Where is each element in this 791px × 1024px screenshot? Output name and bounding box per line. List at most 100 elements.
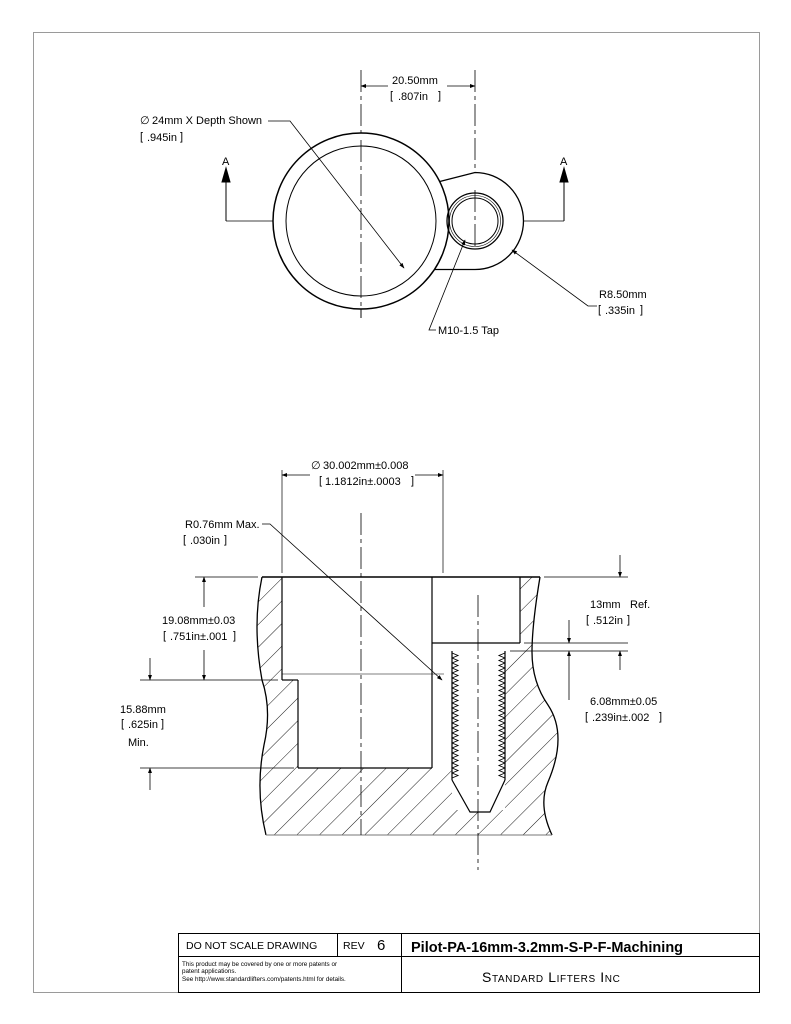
bore-diameter-inch: .945in [147, 132, 177, 144]
center-distance-inch: .807in [398, 91, 428, 103]
thread-tooth-left [451, 702, 460, 709]
title-block: DO NOT SCALE DRAWING REV 6 Pilot-PA-16mm… [178, 933, 760, 993]
reference-depth-ref: Ref. [630, 599, 650, 611]
thread-tooth-left [451, 682, 460, 689]
tap-lobe-outline [429, 171, 525, 271]
thread-tooth-right [497, 687, 506, 694]
section-arrow-right-icon [559, 166, 569, 183]
thread-tooth-right [497, 712, 506, 719]
thread-teeth [451, 652, 506, 779]
tap-callout: M10-1.5 Tap [438, 325, 499, 337]
thread-tooth-left [451, 677, 460, 684]
svg-text:]: ] [224, 534, 227, 546]
thread-tooth-left [451, 692, 460, 699]
thread-tooth-left [451, 662, 460, 669]
patent-notice-line-2: patent applications. [182, 968, 237, 975]
svg-text:[: [ [598, 304, 601, 316]
thread-tooth-left [451, 712, 460, 719]
thread-tooth-right [497, 652, 506, 659]
svg-text:[: [ [140, 131, 143, 143]
svg-text:[: [ [585, 711, 588, 723]
do-not-scale-label: DO NOT SCALE DRAWING [186, 940, 317, 952]
thread-tooth-right [497, 727, 506, 734]
thread-tooth-right [497, 677, 506, 684]
svg-text:[: [ [586, 614, 589, 626]
thread-tooth-right [497, 692, 506, 699]
svg-text:]: ] [659, 711, 662, 723]
thread-tooth-left [451, 742, 460, 749]
section-label-left: A [222, 156, 230, 168]
thread-tooth-left [451, 657, 460, 664]
svg-text:]: ] [161, 718, 164, 730]
svg-text:[: [ [319, 475, 322, 487]
counterbore-depth-inch: .751in±.001 [170, 631, 227, 643]
rev-label: REV [343, 940, 365, 952]
patent-notice-line-1: This product may be covered by one or mo… [182, 961, 337, 968]
thread-tooth-right [497, 682, 506, 689]
thread-tooth-left [451, 752, 460, 759]
bore-diameter-mm: 24mm X Depth Shown [152, 115, 262, 127]
thread-tooth-right [497, 742, 506, 749]
thread-tooth-right [497, 717, 506, 724]
min-depth-inch: .625in [128, 719, 158, 731]
thread-tooth-right [497, 772, 506, 779]
company-name: Standard Lifters Inc [482, 969, 620, 985]
thread-tooth-left [451, 707, 460, 714]
thread-tooth-left [451, 652, 460, 659]
thread-tooth-right [497, 722, 506, 729]
thread-tooth-right [497, 697, 506, 704]
diameter-symbol-icon: ∅ [140, 115, 150, 127]
rev-value: 6 [377, 937, 385, 954]
thread-tooth-right [497, 732, 506, 739]
thread-tooth-right [497, 767, 506, 774]
thread-tooth-left [451, 757, 460, 764]
top-view-labels: 20.50mm [ .807in ] ∅ 24mm X Depth Shown … [140, 75, 647, 337]
thread-tooth-left [451, 762, 460, 769]
thread-tooth-left [451, 772, 460, 779]
thread-tooth-left [451, 767, 460, 774]
thread-tooth-right [497, 747, 506, 754]
thread-tooth-left [451, 722, 460, 729]
svg-text:]: ] [438, 90, 441, 102]
thread-tooth-left [451, 747, 460, 754]
svg-text:]: ] [411, 475, 414, 487]
center-distance-mm: 20.50mm [392, 75, 438, 87]
min-depth-mm: 15.88mm [120, 704, 166, 716]
lobe-radius-mm: R8.50mm [599, 289, 647, 301]
top-view [221, 70, 597, 331]
corner-radius-inch: .030in [190, 535, 220, 547]
svg-text:]: ] [640, 304, 643, 316]
step-depth-inch: .239in±.002 [592, 712, 649, 724]
thread-tooth-right [497, 662, 506, 669]
section-view [140, 470, 628, 870]
thread-tooth-right [497, 757, 506, 764]
svg-text:]: ] [233, 630, 236, 642]
corner-radius-mm: R0.76mm Max. [185, 519, 260, 531]
svg-text:[: [ [183, 534, 186, 546]
thread-tooth-right [497, 667, 506, 674]
min-depth-note: Min. [128, 737, 149, 749]
reference-depth-mm: 13mm [590, 599, 621, 611]
thread-tooth-right [497, 657, 506, 664]
section-diameter-symbol-icon: ∅ [311, 460, 321, 472]
svg-text:]: ] [180, 131, 183, 143]
section-diameter-inch: 1.1812in±.0003 [325, 476, 401, 488]
svg-text:[: [ [121, 718, 124, 730]
lobe-radius-inch: .335in [605, 305, 635, 317]
reference-depth-inch: .512in [593, 615, 623, 627]
thread-tooth-left [451, 672, 460, 679]
svg-text:[: [ [163, 630, 166, 642]
counterbore-depth-mm: 19.08mm±0.03 [162, 615, 235, 627]
section-view-labels: ∅ 30.002mm±0.008 [ 1.1812in±.0003 ] R0.7… [120, 460, 662, 749]
thread-tooth-left [451, 732, 460, 739]
thread-tooth-right [497, 762, 506, 769]
section-arrow-left-icon [221, 166, 231, 183]
thread-tooth-left [451, 697, 460, 704]
thread-tooth-right [497, 702, 506, 709]
drawing-title: Pilot-PA-16mm-3.2mm-S-P-F-Machining [411, 940, 683, 956]
thread-tooth-left [451, 727, 460, 734]
step-depth-mm: 6.08mm±0.05 [590, 696, 657, 708]
thread-tooth-right [497, 707, 506, 714]
thread-tooth-left [451, 737, 460, 744]
